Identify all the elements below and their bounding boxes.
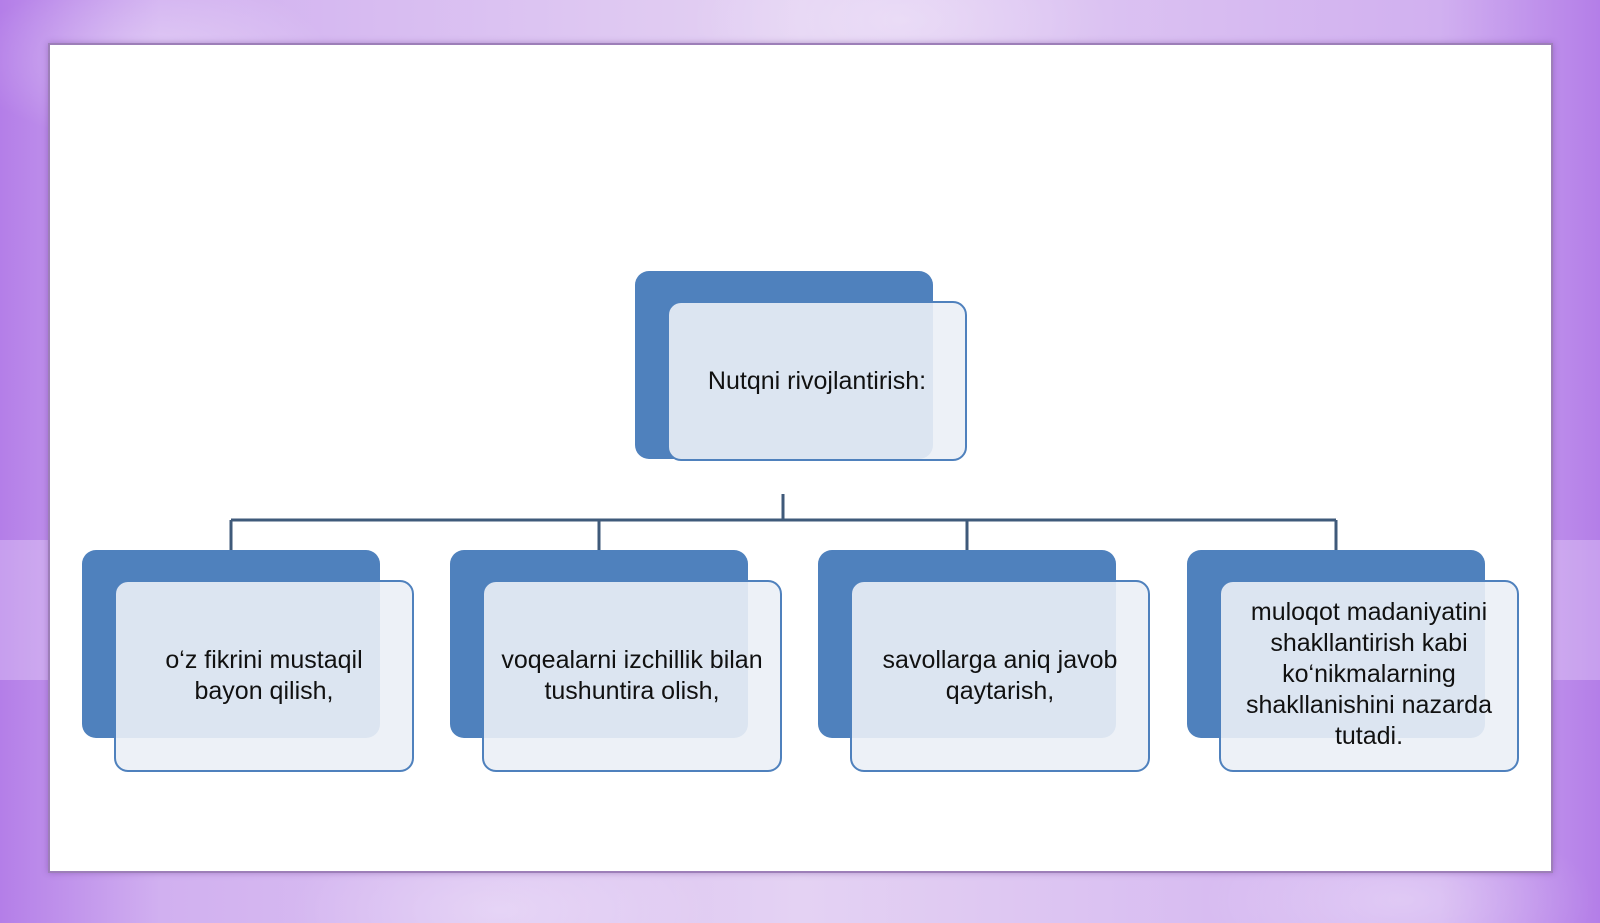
node-root-box: Nutqni rivojlantirish: [667, 301, 967, 461]
node-child-1-box: o‘z fikrini mustaqil bayon qilish, [114, 580, 414, 772]
node-child-3-box: savollarga aniq javob qaytarish, [850, 580, 1150, 772]
node-child-3-label: savollarga aniq javob qaytarish, [882, 646, 1118, 705]
node-child-1-label: o‘z fikrini mustaqil bayon qilish, [165, 646, 363, 705]
node-child-2-label: voqealarni izchillik bilan tushuntira ol… [501, 646, 763, 705]
node-child-4-label: muloqot madaniyatini shakllantirish kabi… [1246, 597, 1492, 750]
node-child-2-box: voqealarni izchillik bilan tushuntira ol… [482, 580, 782, 772]
node-child-4-box: muloqot madaniyatini shakllantirish kabi… [1219, 580, 1519, 772]
node-root-label: Nutqni rivojlantirish: [707, 366, 927, 395]
